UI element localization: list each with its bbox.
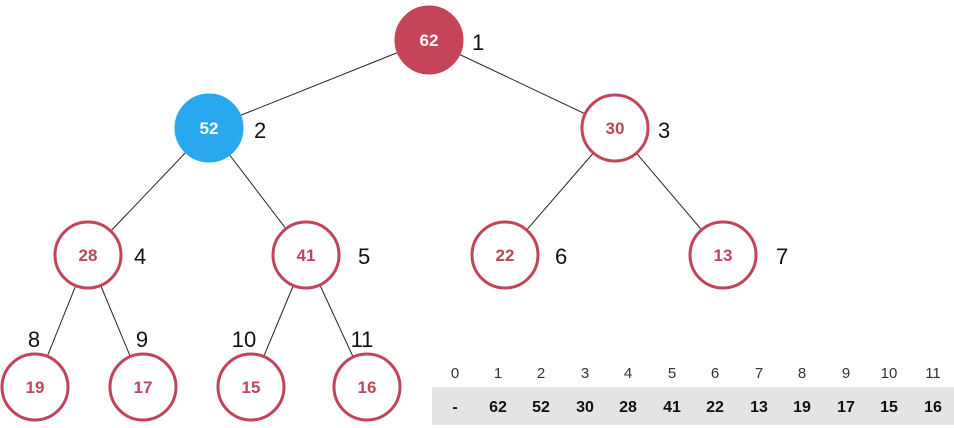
node-value: 52 xyxy=(200,119,219,138)
node-value: 16 xyxy=(358,378,377,397)
array-value: 52 xyxy=(532,399,550,416)
array-value: 19 xyxy=(793,399,811,416)
array-values-background xyxy=(432,387,954,425)
node-value: 28 xyxy=(79,246,98,265)
array-value: 62 xyxy=(489,399,507,416)
tree-node-7: 13 7 xyxy=(688,220,788,290)
node-index-label: 8 xyxy=(28,327,40,352)
node-circle xyxy=(108,352,178,422)
array-index: 2 xyxy=(537,365,545,382)
node-circle xyxy=(470,220,540,290)
node-index-label: 11 xyxy=(351,327,374,352)
heap-array: 0 1 2 3 4 5 6 7 8 9 10 11 - 62 52 30 28 41 22 13 19 17 15 16 xyxy=(432,365,954,425)
node-circle xyxy=(216,352,286,422)
node-value: 13 xyxy=(714,246,733,265)
array-index: 6 xyxy=(711,365,719,382)
node-circle xyxy=(332,352,402,422)
node-index-label: 10 xyxy=(232,327,256,352)
array-value: 16 xyxy=(924,399,942,416)
node-value: 15 xyxy=(242,378,261,397)
node-index-label: 6 xyxy=(555,244,567,269)
node-value: 62 xyxy=(420,31,439,50)
node-value: 30 xyxy=(606,119,625,138)
node-circle xyxy=(174,93,244,163)
node-index-label: 5 xyxy=(358,244,370,269)
array-index: 11 xyxy=(925,365,941,382)
tree-node-6: 22 6 xyxy=(470,220,567,290)
node-circle xyxy=(53,220,123,290)
node-index-label: 3 xyxy=(658,118,670,143)
node-value: 41 xyxy=(297,246,316,265)
array-index: 0 xyxy=(451,365,459,382)
array-index: 3 xyxy=(581,365,589,382)
node-circle xyxy=(580,93,650,163)
node-circle xyxy=(394,5,464,75)
node-value: 22 xyxy=(496,246,515,265)
array-value: 41 xyxy=(663,399,681,416)
edge-1-2 xyxy=(208,39,430,129)
node-circle xyxy=(0,352,70,422)
array-value: 28 xyxy=(619,399,637,416)
tree-node-2: 52 2 xyxy=(174,93,266,163)
array-value: - xyxy=(452,399,457,416)
array-index: 5 xyxy=(668,365,676,382)
array-value: 17 xyxy=(837,399,855,416)
array-index: 7 xyxy=(755,365,763,382)
tree-node-1: 62 1 xyxy=(394,5,484,75)
node-index-label: 9 xyxy=(136,327,148,352)
array-value: 13 xyxy=(750,399,768,416)
node-circle xyxy=(688,220,758,290)
tree-node-4: 28 4 xyxy=(53,220,146,290)
tree-node-8: 19 8 xyxy=(0,327,70,422)
node-value: 19 xyxy=(26,378,45,397)
node-index-label: 1 xyxy=(472,30,484,55)
tree-node-3: 30 3 xyxy=(580,93,670,163)
tree-node-5: 41 5 xyxy=(271,220,370,290)
array-value: 22 xyxy=(706,399,724,416)
array-index: 9 xyxy=(842,365,850,382)
node-index-label: 2 xyxy=(254,118,266,143)
node-index-label: 7 xyxy=(776,244,788,269)
array-value: 30 xyxy=(576,399,594,416)
array-value: 15 xyxy=(880,399,898,416)
node-index-label: 4 xyxy=(134,244,146,269)
array-index: 1 xyxy=(494,365,502,382)
array-index: 4 xyxy=(624,365,632,382)
array-index: 10 xyxy=(881,365,898,382)
array-index: 8 xyxy=(798,365,806,382)
tree-node-9: 17 9 xyxy=(108,327,178,422)
node-value: 17 xyxy=(134,378,153,397)
node-circle xyxy=(271,220,341,290)
